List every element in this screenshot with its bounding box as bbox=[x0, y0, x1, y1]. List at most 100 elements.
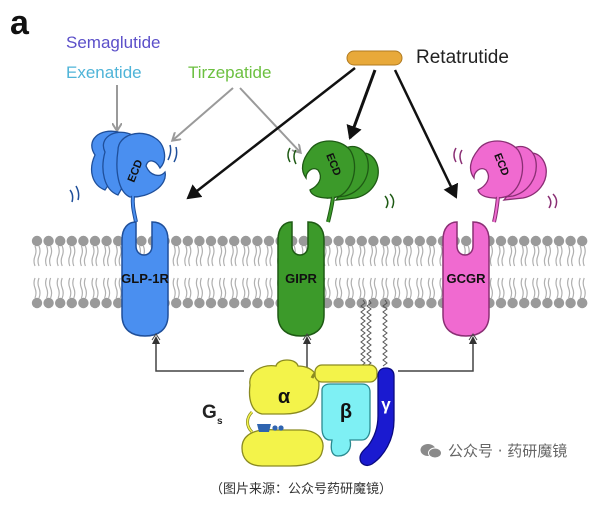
lipid-head bbox=[333, 297, 344, 309]
lipid-tail bbox=[246, 245, 250, 267]
ecd-gipr-front bbox=[301, 140, 356, 199]
receptor-label-gipr: GIPR bbox=[285, 271, 317, 286]
lipid-head bbox=[31, 297, 43, 309]
lipid-head bbox=[55, 297, 66, 309]
g-protein-label: G bbox=[202, 402, 217, 423]
alpha-subunit-lower bbox=[241, 428, 324, 467]
lipid-tail bbox=[176, 245, 180, 267]
lipid-tail bbox=[219, 277, 223, 299]
arrow-retatrutide-to-glp1r bbox=[186, 67, 356, 200]
lipid-tail bbox=[501, 245, 505, 267]
lipid-tail bbox=[56, 245, 60, 267]
lipid-head bbox=[368, 297, 379, 309]
ecd-linker-glp1r-inner bbox=[131, 195, 137, 223]
lipid-head bbox=[43, 297, 54, 309]
drug-label-tirzepatide: Tirzepatide bbox=[188, 63, 271, 82]
arrow-retatrutide-to-gipr bbox=[346, 69, 377, 140]
lipid-tail bbox=[253, 277, 257, 299]
lipid-tail bbox=[369, 245, 373, 267]
lipid-anchor-3 bbox=[382, 299, 388, 367]
lipid-tail bbox=[416, 245, 420, 267]
lipid-tail bbox=[103, 245, 107, 267]
alpha-n-terminal-helix bbox=[314, 364, 378, 383]
image-source-caption: （图片来源：公众号药研魔镜） bbox=[209, 482, 392, 497]
lipid-tail bbox=[257, 277, 261, 299]
lipid-tail bbox=[547, 245, 551, 267]
receptor-label-glp1r: GLP-1R bbox=[121, 271, 169, 286]
lipid-tail bbox=[37, 245, 41, 267]
lipid-tail bbox=[373, 277, 377, 299]
lipid-tail bbox=[509, 245, 513, 267]
lipid-tail bbox=[207, 277, 211, 299]
lipid-tail bbox=[513, 245, 517, 267]
lipid-tail bbox=[501, 277, 505, 299]
lipid-head bbox=[205, 297, 217, 309]
receptor-gcgr: ECD GCGR bbox=[442, 140, 558, 337]
phosphate-icon-2 bbox=[278, 425, 284, 431]
lipid-tail bbox=[79, 245, 83, 267]
lipid-tail bbox=[543, 245, 547, 267]
lipid-head bbox=[113, 297, 124, 309]
lipid-head bbox=[182, 235, 193, 247]
lipid-head bbox=[379, 235, 391, 247]
lipid-tail bbox=[223, 245, 227, 267]
lipid-head bbox=[240, 235, 251, 247]
watermark: 公众号 · 药研魔镜 bbox=[420, 440, 567, 461]
receptor-label-gcgr: GCGR bbox=[447, 271, 487, 286]
lipid-head bbox=[55, 235, 66, 247]
lipid-tail bbox=[45, 245, 49, 267]
lipid-tail bbox=[404, 277, 408, 299]
lipid-tail bbox=[114, 277, 118, 299]
lipid-tail bbox=[72, 277, 76, 299]
lipid-head bbox=[89, 235, 101, 247]
lipid-head bbox=[519, 235, 530, 247]
lipid-head bbox=[345, 235, 356, 247]
lipid-tail bbox=[393, 245, 397, 267]
lipid-tail bbox=[567, 277, 571, 299]
lipid-tail bbox=[369, 277, 373, 299]
lipid-tail bbox=[393, 277, 397, 299]
lipid-tail bbox=[427, 277, 431, 299]
lipid-tail bbox=[327, 245, 331, 267]
lipid-tail bbox=[362, 245, 366, 267]
lipid-tail bbox=[408, 245, 412, 267]
lipid-head bbox=[78, 297, 89, 309]
arrow-tirzepatide-to-glp1r bbox=[173, 87, 234, 140]
lipid-tail bbox=[79, 277, 83, 299]
arrow-tirzepatide-to-gipr bbox=[239, 87, 300, 152]
receptor-bottom-marker-gcgr bbox=[468, 333, 478, 341]
lipid-head bbox=[263, 235, 275, 247]
alpha-linker-inner bbox=[246, 411, 253, 433]
lipid-tail bbox=[242, 277, 246, 299]
lipid-tail bbox=[559, 277, 563, 299]
lipid-head bbox=[495, 297, 507, 309]
retatrutide-pill-icon bbox=[346, 50, 403, 66]
g-protein-complex: G s α β γ bbox=[202, 359, 395, 467]
beta-subunit bbox=[321, 383, 371, 457]
lipid-tail bbox=[234, 277, 238, 299]
lipid-tail bbox=[195, 245, 199, 267]
lipid-tail bbox=[346, 277, 350, 299]
lipid-tail bbox=[547, 277, 551, 299]
lipid-tail bbox=[219, 245, 223, 267]
beta-label: β bbox=[340, 401, 352, 423]
lipid-tail bbox=[509, 277, 513, 299]
lipid-tail bbox=[427, 245, 431, 267]
lipid-head bbox=[368, 235, 379, 247]
lipid-head bbox=[565, 297, 576, 309]
g-protein-subscript: s bbox=[217, 416, 223, 427]
lipid-tail bbox=[188, 277, 192, 299]
lipid-head bbox=[414, 297, 425, 309]
lipid-tail bbox=[358, 245, 362, 267]
lipid-tail bbox=[536, 277, 540, 299]
lipid-tail bbox=[242, 245, 246, 267]
lipid-head bbox=[391, 297, 402, 309]
lipid-tail bbox=[211, 245, 215, 267]
lipid-head bbox=[182, 297, 193, 309]
lipid-tail bbox=[408, 277, 412, 299]
lipid-tail bbox=[68, 245, 72, 267]
lipid-head bbox=[229, 297, 240, 309]
lipid-head bbox=[217, 297, 228, 309]
lipid-tail bbox=[184, 245, 188, 267]
lipid-tail bbox=[91, 277, 95, 299]
